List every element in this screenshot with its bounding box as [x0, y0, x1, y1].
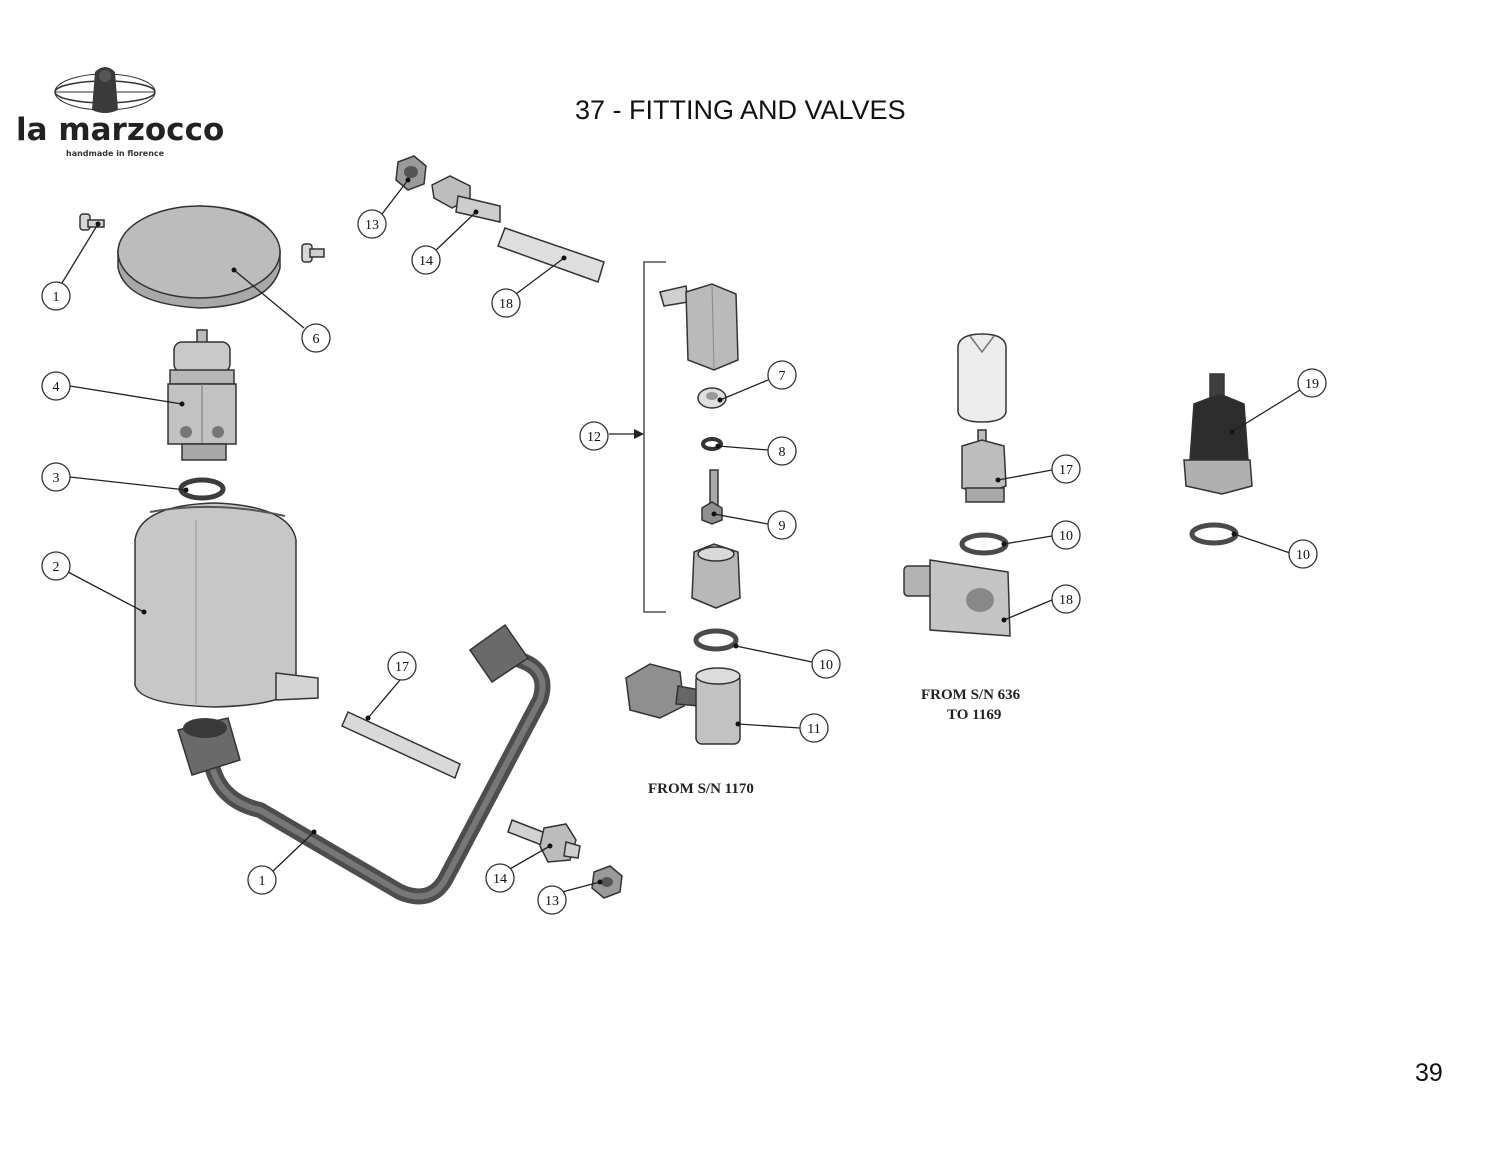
svg-text:6: 6 [313, 332, 320, 347]
part-12-cock-handle [659, 283, 739, 371]
svg-text:3: 3 [53, 471, 60, 486]
part-2-tank [134, 502, 319, 708]
note-from-sn-1170: FROM S/N 1170 [648, 781, 754, 797]
callout-13-bottom: 13 [537, 879, 603, 915]
part-11-elbow-fitting [625, 663, 741, 745]
callout-14-bottom: 14 [485, 843, 553, 893]
callout-16: 18 [491, 255, 567, 318]
globe-lion-emblem-icon [54, 67, 156, 113]
callout-7: 7 [717, 360, 797, 403]
svg-text:4: 4 [53, 380, 60, 395]
svg-text:11: 11 [807, 722, 820, 737]
part-5-screw [79, 213, 105, 231]
svg-text:10: 10 [1296, 548, 1310, 563]
part-17-sight-glass-valve [957, 333, 1007, 503]
svg-text:13: 13 [545, 894, 559, 909]
svg-text:17: 17 [1059, 463, 1073, 478]
svg-text:8: 8 [779, 445, 786, 460]
part-16-tube [497, 227, 605, 283]
part-8-o-ring [701, 437, 723, 451]
page-title: 37 - FITTING AND VALVES [575, 95, 906, 125]
callout-10-b: 10 [1001, 520, 1081, 550]
brand-logo: la marzocco handmade in florence [16, 67, 224, 158]
svg-text:7: 7 [779, 369, 786, 384]
part-6-cover-disc [117, 205, 281, 309]
callout-17: 19 17 [995, 454, 1081, 484]
callout-12: 12 [579, 421, 609, 451]
svg-text:18: 18 [499, 297, 513, 312]
svg-text:13: 13 [365, 218, 379, 233]
callout-10-c: 10 [1231, 531, 1318, 569]
callout-1: 1 1 [247, 829, 317, 895]
brand-name: la marzocco [16, 112, 224, 148]
svg-text:19: 19 [1305, 377, 1319, 392]
callout-10-a: 10 [733, 643, 841, 679]
part-18-elbow [903, 559, 1011, 637]
part-14-fitting-bottom [507, 819, 581, 863]
part-1-pipe [177, 623, 551, 905]
callout-6: 6 [231, 267, 331, 353]
svg-text:9: 9 [779, 519, 786, 534]
part-10-washer-c [1189, 522, 1239, 546]
part-19-pressure-switch [1183, 373, 1253, 495]
part-9-pin [701, 469, 723, 525]
callout-14-top: 14 [411, 209, 479, 275]
part-10-washer-a [693, 628, 739, 652]
part-13-nut-bottom [591, 865, 623, 899]
svg-text:18: 18 [1059, 593, 1073, 608]
note-to-1169: TO 1169 [947, 707, 1001, 723]
page-number: 39 [1415, 1059, 1443, 1087]
callout-4: 4 [41, 371, 185, 407]
part-4-valve [167, 329, 237, 461]
part-screw-secondary [301, 243, 325, 263]
callout-11: 11 [735, 713, 829, 743]
part-15-tube [341, 710, 461, 780]
svg-text:2: 2 [53, 560, 60, 575]
svg-text:12: 12 [587, 430, 601, 445]
svg-text:1: 1 [259, 874, 266, 889]
svg-text:10: 10 [1059, 529, 1073, 544]
callout-2: 2 [41, 551, 147, 615]
svg-text:1: 1 [53, 290, 60, 305]
part-13-nut-top [395, 155, 427, 191]
callout-8: 8 [715, 436, 797, 466]
brand-tagline: handmade in florence [66, 149, 165, 158]
part-14-fitting-top [431, 175, 501, 223]
callout-15: 17 [365, 651, 417, 721]
note-from-sn-636: FROM S/N 636 [921, 687, 1021, 703]
callout-5: 1 [41, 221, 101, 311]
part-7-bushing [697, 387, 727, 409]
callout-18: 18 [1001, 584, 1081, 623]
svg-text:10: 10 [819, 658, 833, 673]
callout-13-top: 13 [357, 177, 411, 239]
svg-text:14: 14 [493, 872, 507, 887]
group-12-bracket [643, 261, 666, 613]
part-12-body [691, 543, 741, 609]
callout-3: 3 [41, 462, 189, 493]
callout-9: 9 [711, 510, 797, 540]
svg-text:17: 17 [395, 660, 409, 675]
part-10-washer-b [959, 532, 1009, 556]
svg-text:14: 14 [419, 254, 433, 269]
callout-19: 19 [1229, 368, 1327, 435]
